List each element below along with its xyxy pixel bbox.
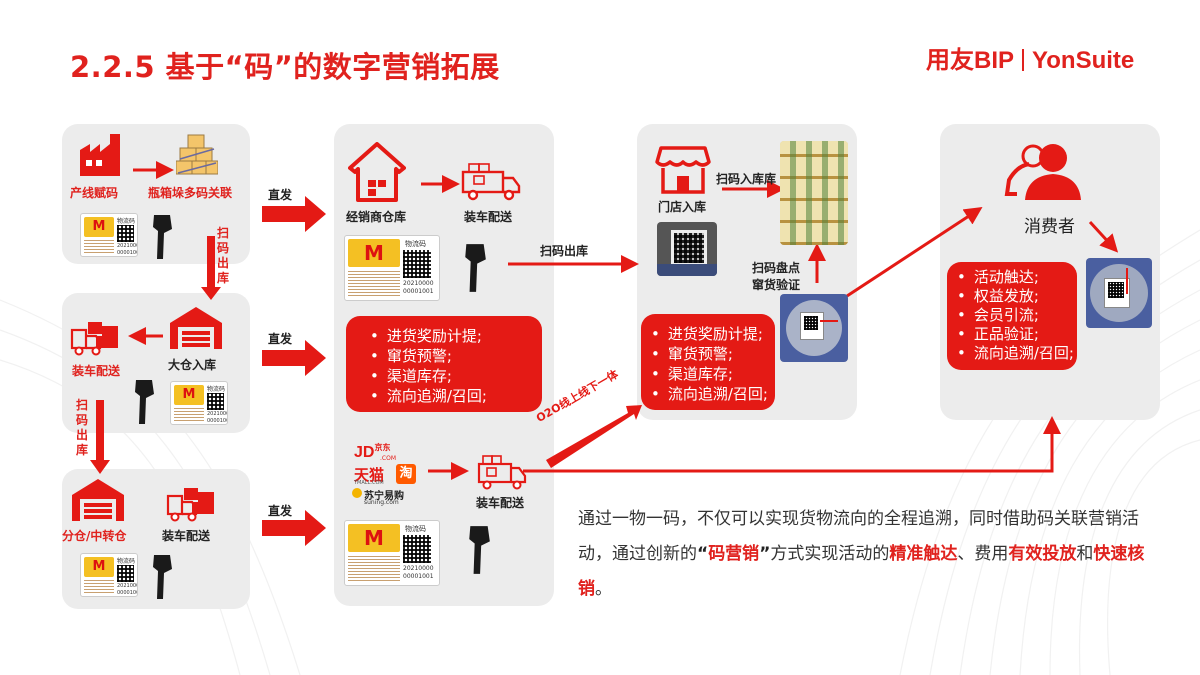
consumer-icon [1004,144,1081,200]
brand-left: 用友BIP [926,47,1015,74]
shelf-photo [780,141,848,245]
label-truck4: 装车配送 [476,496,525,510]
warehouse-icon [170,307,222,349]
truck-icon [166,488,214,522]
label-check: 扫码盘点窜货验证 [752,261,801,292]
label-scan-in: 扫码入库库 [716,172,777,186]
barcode-scanner-icon [153,215,172,259]
taobao-logo: 淘 [396,464,416,484]
list-item: 正品验证; [957,325,1069,344]
store-benefits-box: 进货奖励计提; 窜货预警; 渠道库存; 流向追溯/召回; [641,314,775,410]
barcode-scanner-icon [153,555,172,599]
summary-text: 通过一物一码，不仅可以实现货物流向的全程追溯，同时借助码关联营销活动，通过创新的… [578,509,1145,599]
product-scan-photo [780,294,848,362]
list-item: 流向追溯/召回; [651,384,768,404]
list-item: 权益发放; [957,287,1069,306]
label-truck1: 装车配送 [72,364,121,378]
dealer-benefits-box: 进货奖励计提; 窜货预警; 渠道库存; 流向追溯/召回; [346,316,542,412]
label-scan-out-v1: 扫码出库 [216,226,229,285]
label-consumer: 消费者 [1024,217,1075,237]
label-big-warehouse: 大仓入库 [168,358,217,372]
label-truck3: 装车配送 [464,210,513,224]
brand-right: YonSuite [1032,47,1135,74]
label-direct3: 直发 [268,504,293,518]
barcode-scanner-icon [135,380,154,424]
label-scan-out-h: 扫码出库 [540,244,589,258]
brand-logo: 用友BIP YonSuite [926,40,1134,75]
label-sub-warehouse: 分仓/中转仓 [62,529,127,543]
list-item: 活动触达; [957,268,1069,287]
truck-icon [477,455,527,490]
list-item: 渠道库存; [651,364,767,384]
jd-logo: JD京东 [354,443,391,461]
label-box-link: 瓶箱垛多码关联 [148,186,233,200]
label-dealer-warehouse: 经销商仓库 [346,210,407,224]
label-scan-out-v2: 扫码出库 [75,398,88,457]
label-direct2: 直发 [268,332,293,346]
barcode-scanner-icon [469,526,490,574]
list-item: 会员引流; [957,306,1069,325]
label-direct1: 直发 [268,188,293,202]
list-item: 流向追溯/召回; [370,386,528,406]
truck-icon [70,322,118,356]
list-item: 窜货预警; [651,344,767,364]
store-icon [655,146,711,194]
label-truck2: 装车配送 [162,529,211,543]
suning-en: suning.com [364,499,399,506]
suning-dot [352,488,362,498]
consumer-benefits-box: 活动触达; 权益发放; 会员引流; 正品验证; 流向追溯/召回; [947,262,1077,370]
house-icon [348,142,406,202]
tmall-logo: 天猫 [354,466,385,484]
label-production: 产线赋码 [70,186,119,200]
suning-logo: 苏宁易购 [364,491,404,502]
barcode-scanner-icon [465,244,486,292]
truck-icon [461,163,521,201]
tmall-en: TMALL.COM [354,480,384,486]
consumer-scan-photo [1086,258,1152,328]
list-item: 窜货预警; [370,346,528,366]
brand-separator [1022,49,1025,71]
page-title: 2.2.5 基于“码”的数字营销拓展 [70,50,500,84]
ecommerce-logos: JD京东 .COM 天猫 TMALL.COM 淘 苏宁易购 suning.com [352,443,420,508]
factory-icon [80,134,120,176]
list-item: 渠道库存; [370,366,528,386]
warehouse-icon [72,479,124,521]
label-store-in: 门店入库 [658,200,707,214]
list-item: 流向追溯/召回; [957,344,1074,363]
list-item: 进货奖励计提; [370,326,528,346]
list-item: 进货奖励计提; [651,324,767,344]
scan-phone-photo [657,222,717,276]
stacked-boxes-icon [176,134,218,175]
jd-com-text: .COM [380,455,396,462]
